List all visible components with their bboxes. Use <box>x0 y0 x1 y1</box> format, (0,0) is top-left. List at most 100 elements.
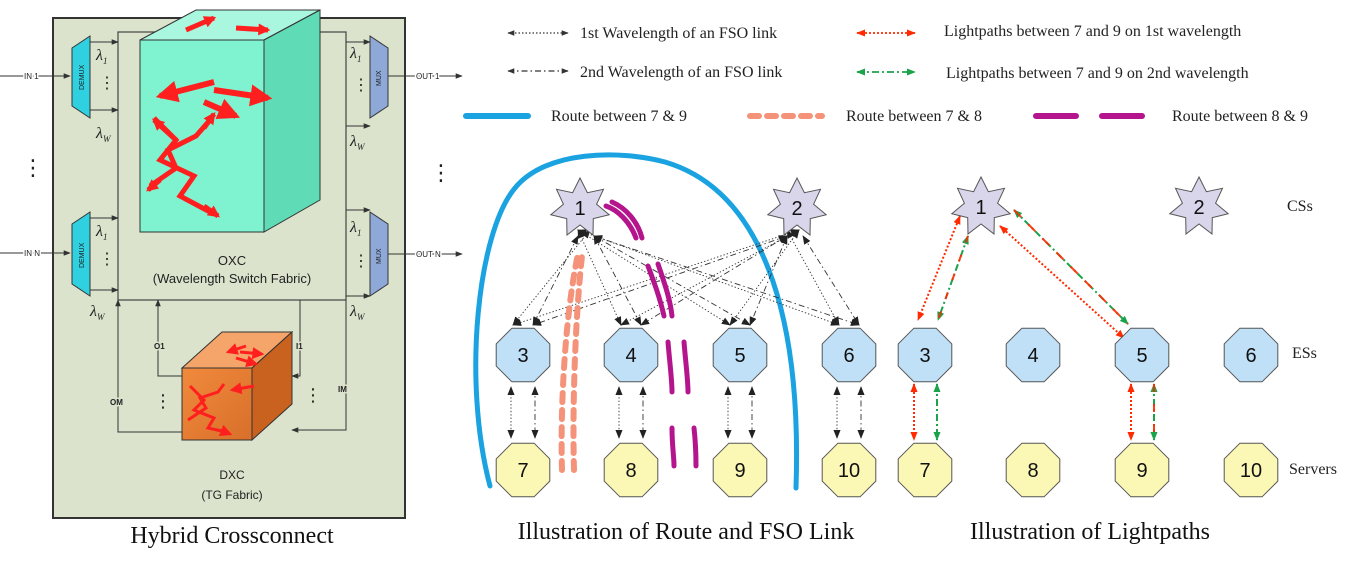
route-es-node-5: 5 <box>712 327 768 383</box>
legend-item-lp1: Lightpaths between 7 and 9 on 1st wavele… <box>856 23 1241 40</box>
legend-item-r78: Route between 7 & 8 <box>747 108 982 125</box>
fso-links <box>507 229 865 439</box>
route-es-node-5-label: 5 <box>734 345 745 367</box>
legend-item-wl2: 2nd Wavelength of an FSO link <box>507 64 782 81</box>
oxc-cube <box>139 9 321 233</box>
lightpath-server-node-7-label: 7 <box>919 460 930 482</box>
route-es-node-3-label: 3 <box>517 345 528 367</box>
svg-text:λ1: λ1 <box>95 47 107 66</box>
route-es-node-6: 6 <box>821 327 877 383</box>
svg-text:λ1: λ1 <box>95 223 107 242</box>
dxc-title: DXC <box>219 468 245 482</box>
lightpath-server-node-8-label: 8 <box>1027 460 1038 482</box>
tier-label-servers: Servers <box>1289 461 1337 478</box>
input-ellipsis: ⋮ <box>22 155 44 180</box>
dxc-ellipsis-right: ⋮ <box>304 385 322 405</box>
port-im: IM <box>338 385 347 394</box>
svg-text:Lightpaths between 7 and 9 on: Lightpaths between 7 and 9 on 1st wavele… <box>944 23 1241 40</box>
fso-link-cs2-es5-wl2 <box>749 235 788 326</box>
mux-bottom-label: MUX <box>376 248 383 264</box>
fso-link-cs2-es6-wl1 <box>786 229 840 326</box>
demux-bottom: DEMUX <box>71 211 91 297</box>
route-server-node-10: 10 <box>821 442 877 498</box>
lightpath-cs-node-1: 1 <box>950 175 1012 236</box>
legend: 1st Wavelength of an FSO link 2nd Wavele… <box>463 23 1308 125</box>
svg-text:λW: λW <box>349 133 366 152</box>
port-om: OM <box>110 398 123 407</box>
wire-im <box>291 300 347 433</box>
route-cs-node-1: 1 <box>549 176 611 237</box>
lightpath-cs1-es3-wl1 <box>917 215 961 321</box>
dxc-cube <box>180 330 294 442</box>
lightpath-cs1-es5-wl1 <box>999 225 1125 339</box>
svg-text:Route between 7 & 9: Route between 7 & 9 <box>551 108 687 125</box>
lightpath-cs-node-1-label: 1 <box>975 197 986 219</box>
route-server-node-10-label: 10 <box>838 460 860 482</box>
lightpath-server-node-9: 9 <box>1114 442 1170 498</box>
svg-text:⋮: ⋮ <box>353 77 369 94</box>
route-caption: Illustration of Route and FSO Link <box>518 519 855 545</box>
route-cs-node-2: 2 <box>766 176 828 237</box>
route-diagram: 1 2 3 4 5 6 7 8 9 10 Illustration of Route and FS… <box>473 152 877 545</box>
wire-om <box>115 299 182 433</box>
legend-item-r89: Route between 8 & 9 <box>1033 108 1308 125</box>
lambda-labels-right: λ1 ⋮ λW λ1 ⋮ λW <box>349 45 369 322</box>
lightpath-es-node-4-label: 4 <box>1027 345 1038 367</box>
output-label-1: OUT 1 <box>416 72 440 81</box>
svg-text:⋮: ⋮ <box>353 253 369 270</box>
route-server-node-8-label: 8 <box>625 460 636 482</box>
route-cs-node-2-label: 2 <box>791 198 802 220</box>
demux-top-label: DEMUX <box>79 64 86 90</box>
lightpath-cs-node-2-label: 2 <box>1193 197 1204 219</box>
port-i1: I1 <box>296 342 303 351</box>
svg-text:1st Wavelength of an FSO link: 1st Wavelength of an FSO link <box>580 25 777 42</box>
input-label-1: IN 1 <box>24 72 39 81</box>
route-server-node-9: 9 <box>712 442 768 498</box>
svg-text:λW: λW <box>95 125 112 144</box>
lightpath-es-node-3-label: 3 <box>919 345 930 367</box>
lightpath-es-node-5-label: 5 <box>1136 345 1147 367</box>
lightpath-cs-node-2: 2 <box>1168 175 1230 236</box>
route-7-8 <box>558 251 581 473</box>
crossconnect-caption: Hybrid Crossconnect <box>130 523 334 549</box>
lightpath-server-node-9-label: 9 <box>1136 460 1147 482</box>
mux-top: MUX <box>369 35 389 119</box>
route-server-node-9-label: 9 <box>734 460 745 482</box>
lightpath-server-node-10: 10 <box>1223 442 1279 498</box>
svg-text:Route between 7 & 8: Route between 7 & 8 <box>846 108 982 125</box>
route-server-node-7-label: 7 <box>517 460 528 482</box>
route-es-node-4-label: 4 <box>625 345 636 367</box>
svg-text:⋮: ⋮ <box>99 75 115 92</box>
svg-text:λ1: λ1 <box>349 45 361 64</box>
lightpath-es-node-5: 5 <box>1114 327 1170 383</box>
route-es-node-4: 4 <box>603 327 659 383</box>
wire-i1 <box>291 300 301 379</box>
hybrid-crossconnect: OXC (Wavelength Switch Fabric) IN 1 IN N… <box>0 9 463 549</box>
route-cs-node-1-label: 1 <box>574 198 585 220</box>
legend-item-lp2: Lightpaths between 7 and 9 on 2nd wavele… <box>856 65 1249 82</box>
lightpath-server-node-8: 8 <box>1005 442 1061 498</box>
dxc-subtitle: (TG Fabric) <box>201 488 262 502</box>
lightpath-server-node-10-label: 10 <box>1240 460 1262 482</box>
output-ellipsis: ⋮ <box>430 160 452 185</box>
fso-link-cs1-es4-wl1 <box>577 229 622 326</box>
svg-text:⋮: ⋮ <box>99 251 115 268</box>
route-7-8-b <box>570 253 585 473</box>
route-8-9 <box>603 199 699 469</box>
tier-label-cs: CSs <box>1287 198 1313 215</box>
fso-link-cs1-es6-wl1 <box>577 229 840 326</box>
svg-text:λ1: λ1 <box>349 219 361 238</box>
fso-link-cs2-es3-wl1 <box>512 229 800 326</box>
oxc-subtitle: (Wavelength Switch Fabric) <box>153 271 311 286</box>
output-label-n: OUT N <box>416 250 441 259</box>
lambda-labels-left: λ1 ⋮ λW λ1 ⋮ λW <box>89 47 115 322</box>
lightpath-es-node-3: 3 <box>897 327 953 383</box>
legend-item-wl1: 1st Wavelength of an FSO link <box>507 25 777 42</box>
tier-label-es: ESs <box>1292 345 1317 362</box>
demux-bottom-label: DEMUX <box>79 242 86 268</box>
oxc-title: OXC <box>218 253 246 268</box>
wire-o1 <box>155 299 182 377</box>
